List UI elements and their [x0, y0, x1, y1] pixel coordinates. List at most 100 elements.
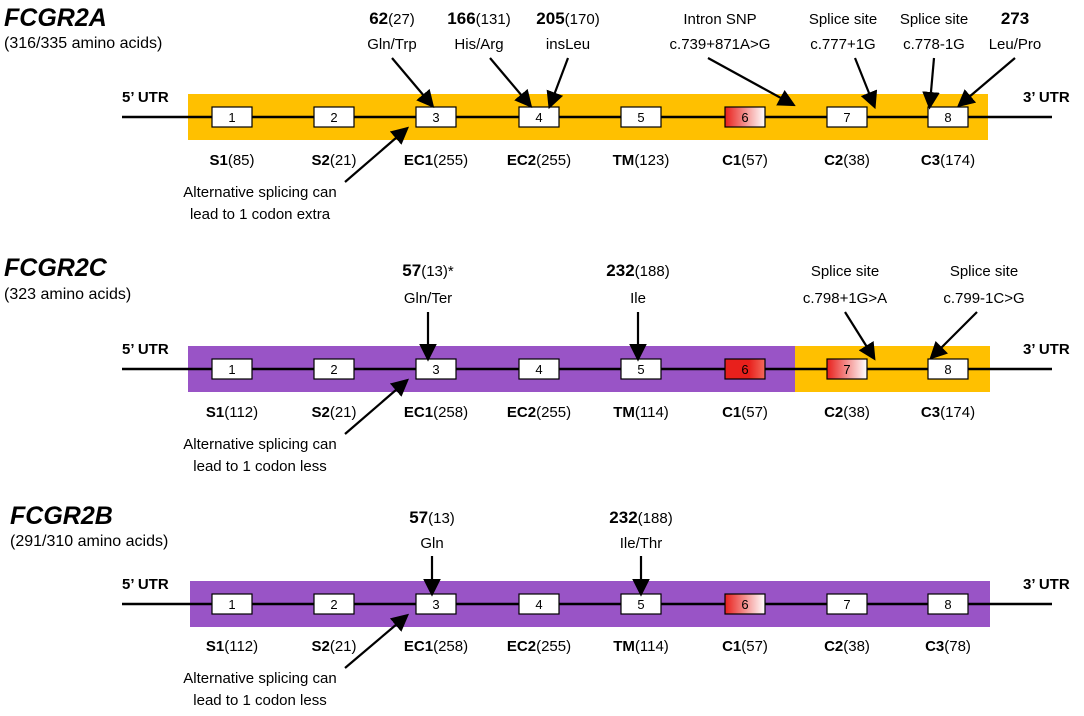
exon-box [313, 593, 355, 615]
variant-annotation: Splice site c.777+1G [809, 11, 878, 110]
exon-8: 8 [927, 358, 969, 380]
variant-position: 57(13)* [402, 261, 454, 280]
splice-note-line1: Alternative splicing can [183, 670, 336, 687]
domain-label-s2: S2(21) [311, 152, 356, 169]
exon-1: 1 [211, 358, 253, 380]
alternative-splicing-note: Alternative splicing can lead to 1 codon … [183, 378, 409, 475]
variant-position: 273 [1001, 9, 1029, 28]
domain-label-ec2: EC2(255) [507, 152, 571, 169]
gene-name: FCGR2C [4, 254, 108, 282]
splice-arrow [344, 378, 409, 435]
exon-1: 1 [211, 593, 253, 615]
utr3-label: 3’ UTR [1023, 89, 1070, 106]
variant-title: Splice site [809, 11, 877, 28]
domain-label-c1: C1(57) [722, 152, 768, 169]
exon-4: 4 [518, 593, 560, 615]
exon-box [826, 358, 868, 380]
variant-annotation: 57(13)*Gln/Ter [402, 261, 454, 362]
domain-label-c1: C1(57) [722, 404, 768, 421]
variant-change: c.777+1G [810, 36, 875, 53]
exon-box [724, 358, 766, 380]
splice-note-line1: Alternative splicing can [183, 436, 336, 453]
variant-arrow [922, 57, 940, 110]
exon-box [724, 593, 766, 615]
exon-number: 2 [330, 110, 337, 125]
utr5-label: 5’ UTR [122, 341, 169, 358]
exon-number: 7 [843, 597, 850, 612]
variant-arrow [956, 57, 1016, 108]
domain-label-tm: TM(114) [613, 404, 669, 421]
variant-change: Ile [630, 290, 646, 307]
variant-position: 57(13) [409, 508, 455, 527]
domain-label-c3: C3(174) [921, 152, 975, 169]
variant-position: 205(170) [536, 9, 599, 28]
variant-arrow [853, 57, 878, 110]
exon-box [518, 358, 560, 380]
exon-number: 8 [944, 362, 951, 377]
variant-change: c.778-1G [903, 36, 965, 53]
splice-arrow [344, 613, 410, 669]
exon-6: 6 [724, 593, 766, 615]
exon-2: 2 [313, 358, 355, 380]
exon-number: 4 [535, 597, 542, 612]
exon-8: 8 [927, 593, 969, 615]
variant-change: insLeu [546, 36, 590, 53]
exon-2: 2 [313, 106, 355, 128]
exon-number: 6 [741, 597, 748, 612]
exon-3: 3 [415, 593, 457, 615]
variant-position: 62(27) [369, 9, 415, 28]
variant-change: Gln/Trp [367, 36, 416, 53]
gene-name: FCGR2B [10, 502, 113, 530]
variant-arrow [391, 57, 435, 109]
exon-number: 1 [228, 597, 235, 612]
exon-7: 7 [826, 106, 868, 128]
variant-title: Splice site [811, 263, 879, 280]
utr5-label: 5’ UTR [122, 576, 169, 593]
variant-annotation: 62(27) Gln/Trp [367, 9, 435, 109]
exon-1: 1 [211, 106, 253, 128]
domain-label-c3: C3(174) [921, 404, 975, 421]
exon-number: 7 [843, 110, 850, 125]
utr3-label: 3’ UTR [1023, 576, 1070, 593]
domain-label-ec2: EC2(255) [507, 638, 571, 655]
exon-box [620, 106, 662, 128]
exon-4: 4 [518, 358, 560, 380]
domain-label-s2: S2(21) [311, 638, 356, 655]
exon-box [724, 106, 766, 128]
exon-box [211, 593, 253, 615]
gene-panel-fcgr2c: FCGR2C (323 amino acids) 5’ UTR 3’ UTR 1 2 3 4 5… [4, 254, 1070, 475]
domain-label-ec1: EC1(258) [404, 638, 468, 655]
exon-number: 7 [843, 362, 850, 377]
domain-label-s1: S1(112) [206, 638, 258, 655]
exon-box [927, 106, 969, 128]
utr3-label: 3’ UTR [1023, 341, 1070, 358]
exon-number: 8 [944, 110, 951, 125]
exon-number: 2 [330, 597, 337, 612]
variant-annotation: 232(188)Ile/Thr [609, 508, 673, 597]
exon-3: 3 [415, 358, 457, 380]
variant-annotation: 205(170) insLeu [536, 9, 600, 110]
exon-6: 6 [724, 358, 766, 380]
exon-5: 5 [620, 358, 662, 380]
variant-title: Splice site [950, 263, 1018, 280]
exon-number: 1 [228, 110, 235, 125]
variant-change: Leu/Pro [989, 36, 1042, 53]
splice-note-line2: lead to 1 codon less [193, 458, 326, 475]
exon-7: 7 [826, 593, 868, 615]
exon-7: 7 [826, 358, 868, 380]
variant-arrow [707, 57, 796, 107]
splice-note-line2: lead to 1 codon less [193, 692, 326, 709]
exon-number: 1 [228, 362, 235, 377]
domain-label-c1: C1(57) [722, 638, 768, 655]
variant-annotation: 57(13)Gln [409, 508, 455, 597]
gene-amino-acid-count: (323 amino acids) [4, 286, 131, 303]
